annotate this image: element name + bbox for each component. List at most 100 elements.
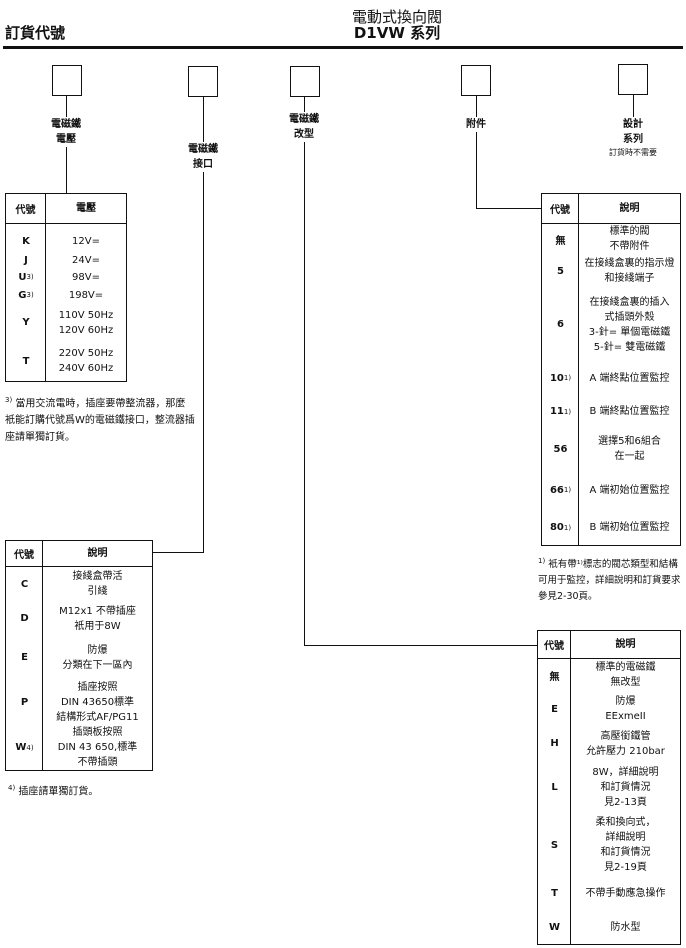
description-line: 12V= <box>72 236 100 248</box>
code-box-voltage <box>52 65 82 96</box>
label-line: 附件 <box>466 119 486 130</box>
description-line: 防爆 <box>615 696 636 708</box>
description-line: 見2-19頁 <box>604 862 647 874</box>
row-code: J <box>6 252 46 269</box>
code-value: 10 <box>549 372 564 384</box>
row-code: W <box>538 910 571 944</box>
connector-line-4h <box>476 208 541 209</box>
document-title: 電動式換向閥 <box>351 8 442 26</box>
description-line: 防水型 <box>610 921 641 933</box>
row-description: 24V= <box>46 252 126 269</box>
row-code: 5 <box>542 254 579 289</box>
row-code: E <box>538 692 571 727</box>
column-divider <box>578 224 579 545</box>
description-line: DIN 43 650,標準 <box>57 742 138 753</box>
table-row: J 24V= <box>6 252 126 269</box>
table-row: C 接綫盒帶活引綫 <box>6 567 152 601</box>
table-row: 無標準的電磁鐵無改型 <box>538 659 680 692</box>
row-code: E <box>6 636 43 680</box>
code-value: 80 <box>549 522 564 534</box>
description-line: 插頭板按照 <box>72 727 123 738</box>
description-line: 不帶插頭 <box>77 757 118 768</box>
description-line: 高壓銜鐵管 <box>600 730 651 742</box>
row-description: 在接綫盒裏的指示燈和接綫端子 <box>579 254 680 289</box>
code-value: W <box>548 921 561 933</box>
column-divider <box>42 567 43 770</box>
row-description: 插頭板按照 DIN 43 650,標準不帶插頭 <box>43 725 152 770</box>
code-value: 66 <box>549 484 564 496</box>
code-box-modification <box>290 66 320 97</box>
table-header: 代號說明 <box>6 541 152 567</box>
code-value: J <box>24 254 28 266</box>
series-title: D1VW 系列 <box>353 24 441 42</box>
connector-line-3 <box>304 96 305 645</box>
code-footnote-mark: 1) <box>563 523 572 532</box>
row-description: 柔和換向式，詳細說明和訂貨情況見2-19頁 <box>571 813 680 878</box>
row-description: 12V= <box>46 232 126 252</box>
code-value: L <box>551 781 558 793</box>
description-line: 詳細說明 <box>605 832 646 844</box>
row-code: T <box>6 342 46 382</box>
footnote-text: 插座請單獨訂貨。 <box>18 786 99 798</box>
code-value: T <box>22 355 30 367</box>
code-value: C <box>20 578 29 590</box>
field-label-design-series: 設計 系列 訂貨時不需要 <box>593 117 673 159</box>
row-description: 接綫盒帶活引綫 <box>43 567 152 601</box>
code-value: G <box>18 289 27 301</box>
description-line: 引綫 <box>87 586 108 598</box>
row-code: P <box>6 680 43 725</box>
row-description: 防爆分類在下一區內 <box>43 636 152 680</box>
row-code: 無 <box>538 659 571 692</box>
code-value: Y <box>22 317 30 329</box>
row-description: 不帶手動應急操作 <box>571 877 680 910</box>
code-value: 56 <box>553 443 568 455</box>
code-value: S <box>550 839 559 851</box>
footnote-text: 當用交流電時，插座要帶整流器，那麼衹能訂購代號爲W的電磁鐵接口，整流器插座請單獨… <box>5 398 195 444</box>
description-line: 允許壓力 210bar <box>586 745 665 757</box>
header-divider <box>3 46 683 49</box>
code-footnote-mark: 1) <box>563 486 572 495</box>
footnote-mark: 1) <box>538 557 546 565</box>
label-line: 電磁鐵 <box>289 114 319 125</box>
description-line: 98V= <box>72 271 100 283</box>
description-line: 標準的電磁鐵 <box>595 662 656 674</box>
row-description: A 端初始位置監控 <box>579 470 680 510</box>
column-divider <box>570 659 571 944</box>
accessory-footnote: 1) 衹有帶¹⁾標志的閥芯類型和結構可用于監控，詳細說明和訂貨要求參見2-30頁… <box>538 553 684 605</box>
row-description: 8W，詳細說明和訂貨情況見2-13頁 <box>571 761 680 813</box>
label-note: 訂貨時不需要 <box>609 148 657 157</box>
code-footnote-mark: 3) <box>26 273 34 282</box>
description-line: 選擇5和6組合 <box>598 436 661 448</box>
code-value: P <box>20 697 29 708</box>
description-line: 衹用于8W <box>74 620 121 632</box>
row-description: M12x1 不帶插座衹用于8W <box>43 601 152 635</box>
spacer <box>6 224 126 232</box>
field-label-accessory: 附件 <box>436 117 516 132</box>
connector-line-4 <box>476 95 477 208</box>
table-row: 56 選擇5和6組合在一起 <box>542 428 680 470</box>
code-value: 無 <box>549 671 560 683</box>
label-line: 接口 <box>193 159 213 170</box>
row-description: 選擇5和6組合在一起 <box>579 428 680 470</box>
description-line: B 端初始位置監控 <box>589 522 670 534</box>
description-line: 柔和換向式， <box>595 817 656 829</box>
header-description: 電壓 <box>76 203 96 214</box>
